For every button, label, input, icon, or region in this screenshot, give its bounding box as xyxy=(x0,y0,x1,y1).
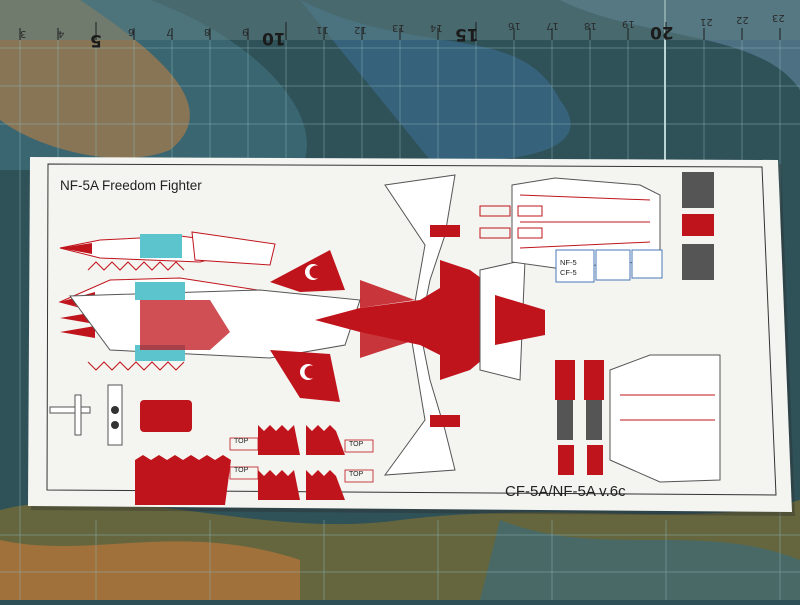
ruler-label-minor: 8 xyxy=(204,26,211,37)
ruler-label-minor: 6 xyxy=(128,26,135,37)
ruler-ticks xyxy=(19,22,781,40)
ruler-label-minor: 11 xyxy=(316,24,329,35)
part-label-nf5: NF-5 xyxy=(560,258,577,267)
ruler-label-major: 15 xyxy=(455,24,479,44)
ruler-label-minor: 16 xyxy=(508,20,521,31)
ruler-label-minor: 13 xyxy=(392,22,405,33)
ruler-label-minor: 12 xyxy=(354,24,367,35)
ruler-label-major: 10 xyxy=(262,28,286,48)
ruler-label-minor: 23 xyxy=(772,12,785,23)
sheet-version-label: CF-5A/NF-5A v.6c xyxy=(505,483,626,500)
ruler-label-minor: 9 xyxy=(242,26,249,37)
ruler-label-minor: 7 xyxy=(166,26,173,37)
ruler-label-minor: 14 xyxy=(430,22,443,33)
ruler-label-major: 5 xyxy=(90,30,102,50)
ruler-label-minor: 21 xyxy=(700,16,713,27)
ruler-label-minor: 17 xyxy=(546,20,559,31)
ruler-label-minor: 4 xyxy=(58,28,65,39)
ruler-label-major: 20 xyxy=(650,22,674,42)
ruler-label-minor: 19 xyxy=(622,18,635,29)
fuselage-side-part xyxy=(58,231,361,402)
top-label: TOP xyxy=(349,471,364,478)
ruler-label-minor: 3 xyxy=(20,28,27,39)
part-label-cf5: CF-5 xyxy=(560,268,577,277)
top-label: TOP xyxy=(234,467,249,474)
ruler-label-minor: 22 xyxy=(736,14,749,25)
small-parts-left xyxy=(49,384,374,505)
top-label: TOP xyxy=(234,438,249,445)
ruler-label-minor: 18 xyxy=(584,20,597,31)
wing-plan-part xyxy=(315,174,545,476)
mat-grid xyxy=(0,40,800,600)
right-parts xyxy=(479,172,721,483)
sheet-title: NF-5A Freedom Fighter xyxy=(60,178,202,193)
top-label: TOP xyxy=(349,441,364,448)
